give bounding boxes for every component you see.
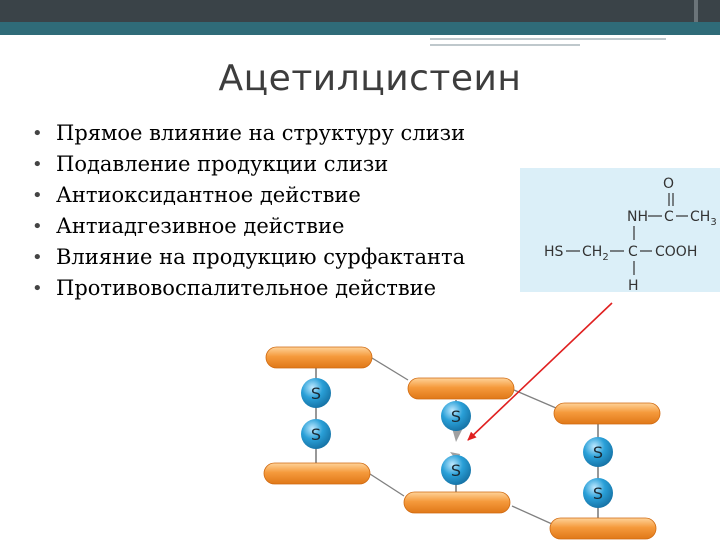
formula-carbonyl-c: C <box>664 209 674 225</box>
formula-nh: NH <box>627 209 648 225</box>
sulfur-label: S <box>593 484 603 503</box>
protein-chains <box>263 346 661 540</box>
bullet-item: • Влияние на продукцию сурфактанта <box>30 242 550 273</box>
bullet-text: Подавление продукции слизи <box>56 152 389 176</box>
bullet-icon: • <box>32 123 43 144</box>
formula-ch2: CH2 <box>582 244 609 263</box>
sulfur-label: S <box>451 461 461 480</box>
bullet-icon: • <box>32 185 43 206</box>
structural-formula-panel <box>520 168 720 292</box>
acetylcysteine-formula: O NH C CH3 HS CH2 C COOH H <box>544 176 717 294</box>
sulfur-atom: S <box>301 378 331 408</box>
chain-bar <box>553 402 661 425</box>
sulfur-atom: S <box>441 401 471 431</box>
bullet-icon: • <box>32 216 43 237</box>
chain-line <box>513 389 557 409</box>
bullet-icon: • <box>32 247 43 268</box>
chain-line <box>511 505 553 525</box>
chain-bar <box>403 491 511 514</box>
red-arrow <box>467 302 613 441</box>
sulfur-atom: S <box>583 478 613 508</box>
slide-top-bar <box>0 0 720 22</box>
formula-hs: HS <box>544 244 564 260</box>
cleavage-mark <box>452 428 462 442</box>
formula-oxygen: O <box>663 176 674 192</box>
formula-hydrogen: H <box>628 278 639 294</box>
bullet-item: • Подавление продукции слизи <box>30 149 550 180</box>
sulfur-atom: S <box>583 437 613 467</box>
sulfur-label: S <box>451 407 461 426</box>
accent-line-2 <box>430 44 580 46</box>
chain-line <box>369 473 405 497</box>
sulfur-label: S <box>311 425 321 444</box>
bullet-text: Прямое влияние на структуру слизи <box>56 121 466 145</box>
sulfur-atom: S <box>301 419 331 449</box>
bullet-item: • Антиоксидантное действие <box>30 180 550 211</box>
bullet-list: • Прямое влияние на структуру слизи • Пода… <box>30 118 550 304</box>
bullet-text: Влияние на продукцию сурфактанта <box>56 245 466 269</box>
bullet-text: Антиадгезивное действие <box>56 214 345 238</box>
formula-ch3: CH3 <box>690 209 717 228</box>
bullet-text: Антиоксидантное действие <box>56 183 361 207</box>
chain-bar <box>407 377 515 400</box>
bullet-icon: • <box>32 154 43 175</box>
accent-line-1 <box>430 38 666 40</box>
chain-bar <box>263 462 371 485</box>
slide-accent-band <box>0 22 720 35</box>
chain-bar <box>265 346 373 369</box>
bullet-icon: • <box>32 278 43 299</box>
sulfur-atom: S <box>441 455 471 485</box>
slide-top-bar-edge <box>694 0 698 22</box>
sulfur-atoms: S S S S S S <box>301 378 613 508</box>
formula-cooh: COOH <box>655 244 697 260</box>
bullet-item: • Антиадгезивное действие <box>30 211 550 242</box>
bullet-text: Противовоспалительное действие <box>56 276 437 300</box>
slide-title: Ацетилцистеин <box>218 58 522 99</box>
formula-alpha-c: C <box>628 244 638 260</box>
sulfur-label: S <box>311 384 321 403</box>
chain-line <box>371 357 409 381</box>
chain-bar <box>549 517 657 540</box>
bullet-item: • Противовоспалительное действие <box>30 273 550 304</box>
sulfur-label: S <box>593 443 603 462</box>
bullet-item: • Прямое влияние на структуру слизи <box>30 118 550 149</box>
chain-lines <box>369 357 557 525</box>
